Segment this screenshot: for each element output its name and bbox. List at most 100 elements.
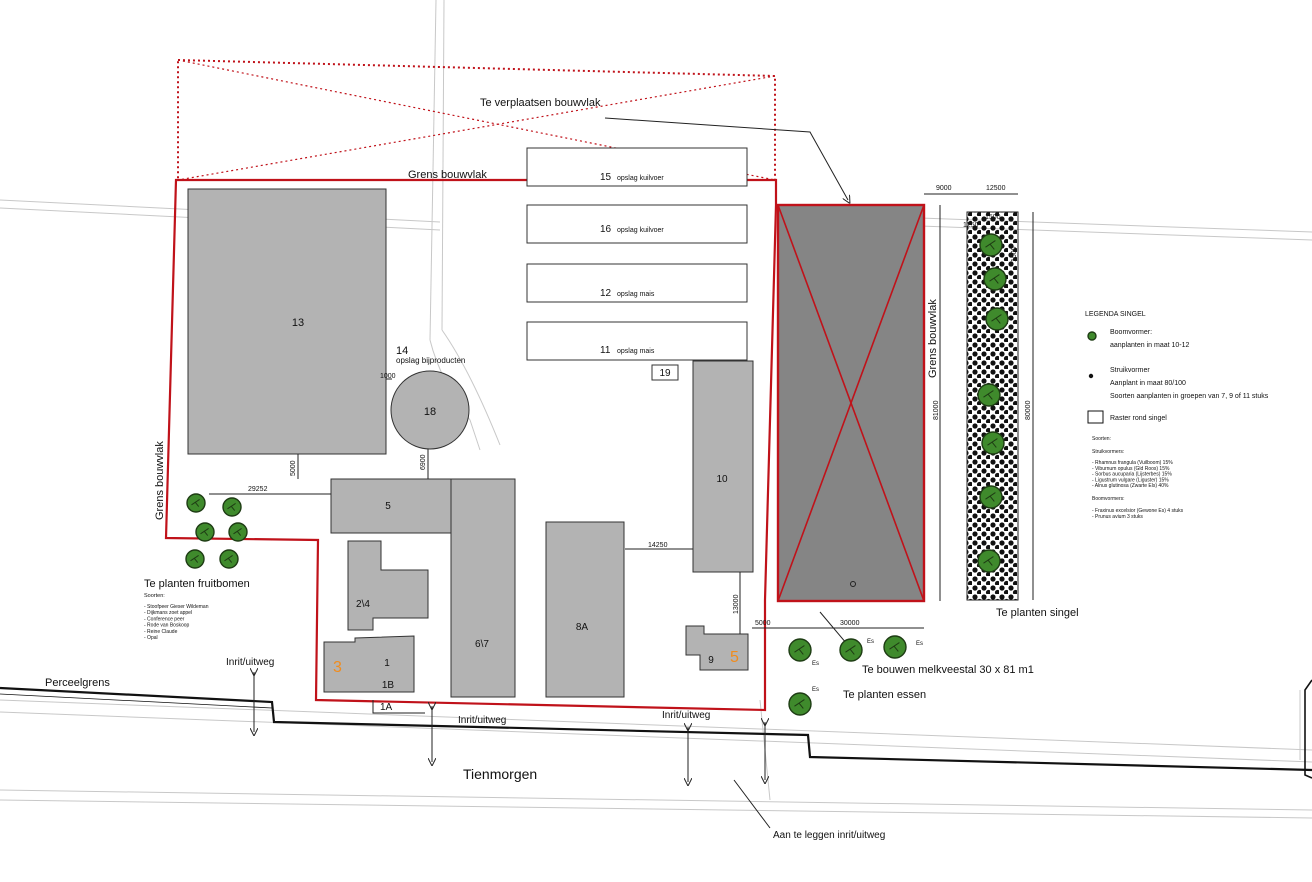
tree-branch-mark (985, 240, 996, 250)
label-6-7: 6\7 (475, 639, 489, 650)
legend-struik-title: Struikvormer (1110, 367, 1150, 374)
legend-struik-item: - Sorbus aucuparia (Lijsterbes) 15% (1092, 472, 1172, 478)
building-1 (323, 635, 415, 693)
legend-soorten: Soorten: (1092, 436, 1111, 442)
storage-16-sub: opslag kuilvoer (617, 227, 664, 234)
legend-raster: Raster rond singel (1110, 415, 1167, 422)
legend-struik-item: - Viburnum opulus (Gld Roos) 15% (1092, 466, 1170, 472)
legend-boom-item: - Fraxinus excelsior (Gewone Es) 4 stuks (1092, 508, 1184, 514)
tree-branch-mark (794, 645, 805, 655)
label-8a: 8A (576, 622, 589, 633)
tree-code-es1: Es (867, 639, 874, 645)
label-1: 1 (384, 658, 390, 669)
silo-18 (390, 370, 470, 450)
box-19 (651, 364, 679, 381)
move-area-label: Te verplaatsen bouwvlak (480, 97, 601, 109)
tree-branch-mark (983, 556, 994, 566)
fruit-title: Te planten fruitbomen (144, 578, 250, 590)
tree-branch-mark (191, 498, 200, 507)
tree-branch-mark (233, 527, 242, 536)
dim-1500b: 1500 (1011, 246, 1018, 262)
storage-11 (526, 321, 748, 361)
legend-boom-heading: Boomvormers: (1092, 496, 1125, 502)
label-19: 19 (659, 368, 671, 379)
dim-80000: 80000 (1025, 400, 1032, 420)
legend-boom-list: - Fraxinus excelsior (Gewone Es) 4 stuks… (1092, 508, 1184, 520)
building-8a (545, 521, 625, 698)
tree-code-es2: Es (916, 641, 923, 647)
fruit-list-item: - Reine Claude (144, 629, 178, 635)
tree-code-es3: Es (812, 661, 819, 667)
tree-branch-mark (889, 642, 900, 652)
storage-12-num: 12 (600, 288, 612, 299)
dim-1000: 1000 (380, 373, 396, 380)
storage-11-sub: opslag mais (617, 348, 655, 355)
dim-6900: 6900 (420, 454, 427, 470)
fruit-list-item: - Rode van Boskoop (144, 623, 190, 629)
dim-5000: 5000 (290, 460, 297, 476)
label-1b: 1B (382, 680, 395, 691)
drive-arrows (254, 672, 765, 782)
tree-branch-mark (845, 645, 856, 655)
new-barn-label: Te bouwen melkveestal 30 x 81 m1 (862, 664, 1034, 676)
storage-15-num: 15 (600, 172, 612, 183)
tree-branch-mark (190, 554, 199, 563)
tree-branch-mark (224, 554, 233, 563)
label-10: 10 (716, 474, 728, 485)
new-drive-label: Aan te leggen inrit/uitweg (773, 830, 885, 841)
label-14-sub: opslag bijproducten (396, 356, 465, 365)
tree-branch-mark (985, 492, 996, 502)
legend-struik-desc2: Soorten aanplanten in groepen van 7, 9 o… (1110, 393, 1269, 400)
building-6-7 (450, 478, 516, 698)
dim-5000b: 5000 (755, 620, 771, 627)
dim-81000: 81000 (933, 400, 940, 420)
tree-code-es4: Es (812, 687, 819, 693)
legend-struik-item: - Alnus glutinosa (Zwarte Els) 40% (1092, 483, 1169, 489)
border-right-label: Grens bouwvlak (927, 299, 939, 378)
tree-branch-mark (227, 502, 236, 511)
label-2-4: 2\4 (356, 599, 370, 610)
building-5 (330, 478, 454, 534)
dimension-lines (209, 193, 1034, 634)
label-5: 5 (385, 501, 391, 512)
singel-label: Te planten singel (996, 607, 1079, 619)
legend-struik-item: - Rhamnus frangula (Vuilboom) 15% (1092, 460, 1173, 466)
new-barn (776, 203, 926, 603)
label-9: 9 (708, 655, 714, 666)
label-13: 13 (292, 317, 304, 329)
label-num-5: 5 (730, 649, 739, 666)
legend-struik-list: - Rhamnus frangula (Vuilboom) 15%- Vibur… (1092, 460, 1173, 489)
border-left-label: Grens bouwvlak (154, 441, 166, 520)
tree-branch-mark (794, 699, 805, 709)
dim-1250: 1250 (963, 222, 979, 229)
border-top-label: Grens bouwvlak (408, 169, 487, 181)
legend-boom-desc: aanplanten in maat 10-12 (1110, 342, 1189, 349)
bouwvlak-border (164, 178, 778, 712)
dim-9000: 9000 (936, 185, 952, 192)
fruit-list-item: - Conference peer (144, 616, 185, 622)
storage-16-num: 16 (600, 224, 612, 235)
building-2-4 (347, 540, 429, 631)
building-9 (685, 625, 749, 671)
label-14: 14 (396, 345, 408, 357)
dim-1500a: 1500 (985, 214, 1001, 221)
label-1a: 1A (380, 702, 393, 713)
drive-label-2: Inrit/uitweg (458, 715, 506, 726)
essen-label: Te planten essen (843, 689, 926, 701)
perceelgrens-label: Perceelgrens (45, 677, 110, 689)
dim-30000: 30000 (840, 620, 860, 627)
storage-15-sub: opslag kuilvoer (617, 175, 664, 182)
fruit-list: - Stoofpeer Gieser Wildeman- Dijkmans zo… (144, 604, 209, 641)
legend-struik-heading: Struikvormers: (1092, 449, 1124, 455)
tree-branch-mark (983, 390, 994, 400)
drive-label-1: Inrit/uitweg (226, 657, 274, 668)
street-label: Tienmorgen (463, 766, 537, 782)
legend-boom-title: Boomvormer: (1110, 329, 1152, 336)
dim-13000: 13000 (733, 594, 740, 614)
building-13 (187, 188, 387, 455)
label-num-3: 3 (333, 659, 342, 676)
legend-symbols (1087, 331, 1104, 424)
fruit-list-item: - Stoofpeer Gieser Wildeman (144, 604, 209, 610)
storage-12-sub: opslag mais (617, 291, 655, 298)
